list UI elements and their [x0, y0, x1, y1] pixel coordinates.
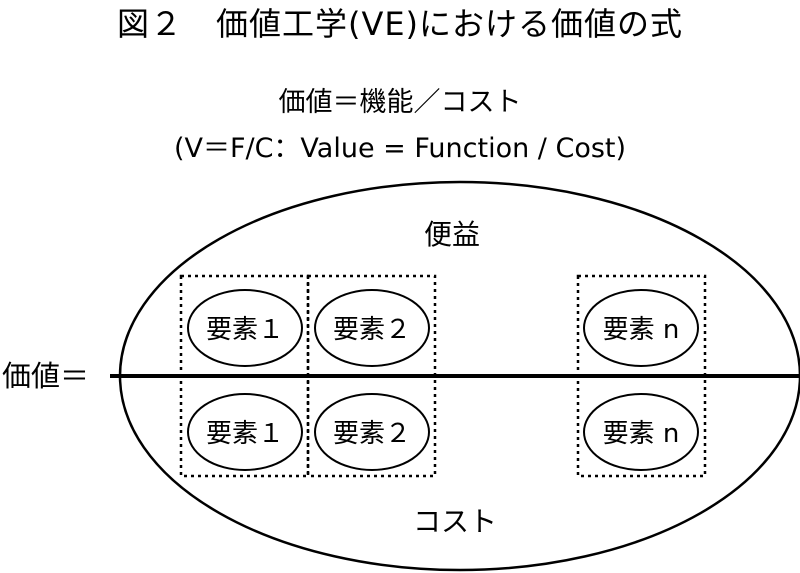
cost-label: コスト	[413, 505, 497, 538]
cost-element-1-ellipse	[187, 393, 303, 471]
benefit-element-2-label: 要素２	[333, 315, 411, 345]
cost-element-n-ellipse	[583, 393, 699, 471]
cost-element-2-ellipse	[314, 393, 430, 471]
benefit-label: 便益	[424, 218, 480, 251]
benefit-element-n-label: 要素 n	[603, 315, 680, 345]
cost-element-1-label: 要素１	[206, 419, 284, 449]
element-box-n	[576, 274, 707, 478]
figure-title: 図２ 価値工学(VE)における価値の式	[116, 5, 684, 43]
cost-element-n-label: 要素 n	[603, 419, 680, 449]
benefit-element-1-label: 要素１	[206, 315, 284, 345]
cost-element-2-label: 要素２	[333, 419, 411, 449]
value-formula-japanese: 価値＝機能／コスト	[278, 87, 522, 118]
value-equals-label: 価値＝	[2, 359, 90, 393]
element-box-2	[306, 274, 437, 478]
value-formula-english: (V＝F/C：Value = Function / Cost)	[173, 133, 627, 164]
benefit-element-n-ellipse	[583, 289, 699, 367]
benefit-element-2-ellipse	[314, 289, 430, 367]
benefit-element-1-ellipse	[187, 289, 303, 367]
